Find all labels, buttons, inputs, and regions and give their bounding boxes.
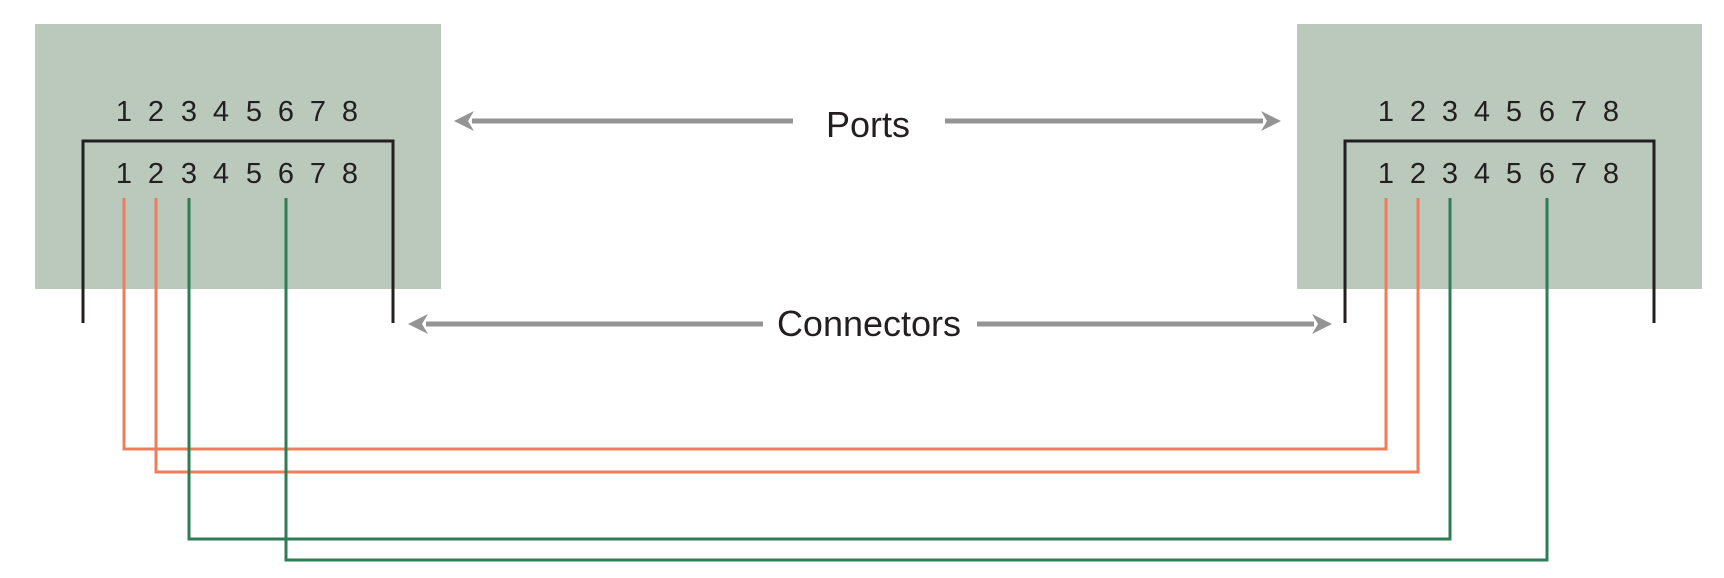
right-port-pin-5: 5: [1506, 96, 1522, 128]
left-port-pin-labels: 1 2 3 4 5 6 7 8: [116, 96, 358, 128]
left-port-pin-4: 4: [213, 96, 229, 128]
right-connector-pin-7: 7: [1571, 158, 1587, 190]
left-device: 1 2 3 4 5 6 7 8 1 2 3 4 5 6 7 8: [35, 24, 441, 323]
left-connector-outline: [81, 139, 395, 323]
connectors-label: Connectors: [777, 303, 961, 344]
ports-callout: Ports: [454, 104, 1281, 145]
left-connector-pin-5: 5: [246, 158, 262, 190]
connectors-callout: Connectors: [408, 303, 1332, 344]
right-port-pin-6: 6: [1539, 96, 1555, 128]
left-port-pin-5: 5: [246, 96, 262, 128]
right-device: 1 2 3 4 5 6 7 8 1 2 3 4 5 6 7 8: [1297, 24, 1702, 323]
right-port-pin-2: 2: [1410, 96, 1426, 128]
left-connector-pin-6: 6: [278, 158, 294, 190]
cable-wires: [122, 198, 1549, 562]
left-port-housing: [35, 24, 441, 289]
right-connector-pin-3: 3: [1442, 158, 1458, 190]
right-port-pin-labels: 1 2 3 4 5 6 7 8: [1378, 96, 1619, 128]
left-connector-pin-labels: 1 2 3 4 5 6 7 8: [116, 158, 358, 190]
right-port-pin-3: 3: [1442, 96, 1458, 128]
right-connector-pin-labels: 1 2 3 4 5 6 7 8: [1378, 158, 1619, 190]
right-port-pin-4: 4: [1474, 96, 1490, 128]
right-connector-pin-8: 8: [1603, 158, 1619, 190]
left-connector-pin-1: 1: [116, 158, 132, 190]
left-port-pin-1: 1: [116, 96, 132, 128]
left-port-pin-6: 6: [278, 96, 294, 128]
right-connector-pin-1: 1: [1378, 158, 1394, 190]
left-port-pin-7: 7: [310, 96, 326, 128]
right-connector-pin-2: 2: [1410, 158, 1426, 190]
wire-pin-2: [154, 198, 1420, 474]
right-port-pin-1: 1: [1378, 96, 1394, 128]
left-connector-pin-2: 2: [148, 158, 164, 190]
right-port-housing: [1297, 24, 1702, 289]
right-connector-pin-6: 6: [1539, 158, 1555, 190]
left-port-pin-8: 8: [342, 96, 358, 128]
right-port-pin-7: 7: [1571, 96, 1587, 128]
left-connector-pin-3: 3: [181, 158, 197, 190]
right-connector-pin-5: 5: [1506, 158, 1522, 190]
wire-pin-3: [187, 198, 1452, 541]
right-port-pin-8: 8: [1603, 96, 1619, 128]
right-connector-outline: [1343, 139, 1656, 323]
wire-pin-6: [284, 198, 1549, 562]
left-port-pin-2: 2: [148, 96, 164, 128]
wire-pin-1: [122, 198, 1388, 451]
left-connector-pin-4: 4: [213, 158, 229, 190]
left-connector-pin-8: 8: [342, 158, 358, 190]
left-port-pin-3: 3: [181, 96, 197, 128]
right-connector-pin-4: 4: [1474, 158, 1490, 190]
ports-label: Ports: [826, 104, 910, 145]
left-connector-pin-7: 7: [310, 158, 326, 190]
